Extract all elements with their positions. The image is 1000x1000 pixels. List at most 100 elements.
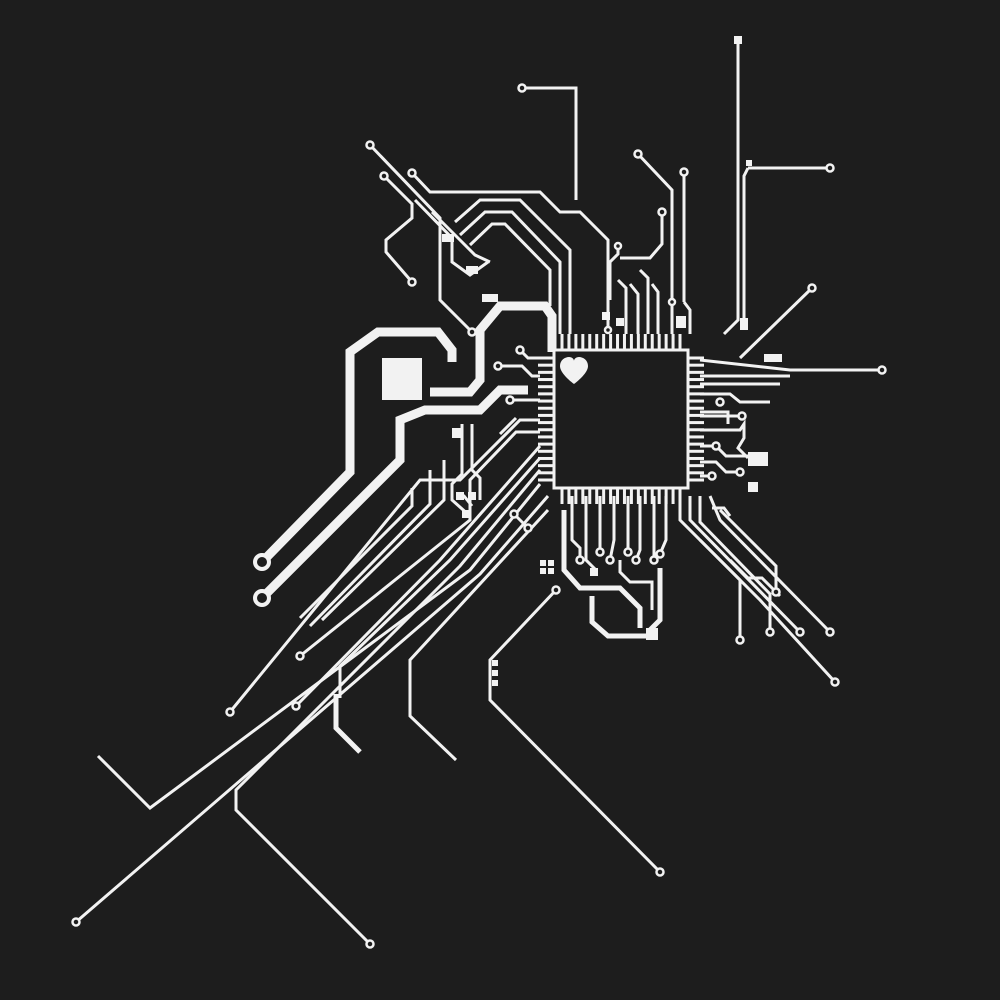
via-ring-3 xyxy=(407,168,417,178)
trace-inner-6 xyxy=(498,416,518,436)
cpu-chip xyxy=(538,334,704,504)
trace-top-20 xyxy=(682,301,692,334)
via-ring-23 xyxy=(765,627,775,637)
chip-pin-top-13 xyxy=(650,334,654,350)
pad-top-3 xyxy=(734,36,742,44)
chip-pin-left-4 xyxy=(538,385,554,389)
pad-left-3 xyxy=(492,670,498,676)
pad-cluster-3 xyxy=(462,510,470,518)
trace-left-10 xyxy=(298,488,414,620)
chip-pin-right-17 xyxy=(688,478,704,482)
via-ring-10 xyxy=(657,207,667,217)
chip-pin-top-2 xyxy=(574,334,578,350)
trace-top-7 xyxy=(458,210,562,334)
trace-left-7 xyxy=(75,495,550,924)
via-ring-50 xyxy=(667,297,677,307)
chip-pin-right-13 xyxy=(688,449,704,453)
pad-top-6 xyxy=(676,316,686,328)
chip-pin-bottom-5 xyxy=(595,488,599,504)
via-ring-12 xyxy=(807,283,817,293)
via-ring-1 xyxy=(253,589,271,607)
chip-pin-bottom-8 xyxy=(616,488,620,504)
chip-pin-left-12 xyxy=(538,442,554,446)
chip-pin-bottom-15 xyxy=(664,488,668,504)
chip-pin-top-6 xyxy=(602,334,606,350)
trace-left-3 xyxy=(294,445,542,708)
chip-pin-top-14 xyxy=(657,334,661,350)
chip-pin-left-5 xyxy=(538,392,554,396)
pad-top-9 xyxy=(466,266,478,274)
chip-pin-left-7 xyxy=(538,406,554,410)
chip-pin-left-10 xyxy=(538,428,554,432)
chip-pin-bottom-12 xyxy=(643,488,647,504)
chip-pin-left-2 xyxy=(538,370,554,374)
thick-trace-upper xyxy=(258,327,457,566)
via-ring-34 xyxy=(655,867,665,877)
trace-inner-1 xyxy=(450,424,471,518)
trace-top-6 xyxy=(454,198,572,334)
trace-br-7 xyxy=(728,558,782,598)
chip-pin-left-13 xyxy=(538,449,554,453)
trace-top-13 xyxy=(628,283,640,334)
trace-inner-2 xyxy=(470,424,482,500)
trace-br-4 xyxy=(708,495,832,634)
pad-left-4 xyxy=(492,680,498,686)
chip-pin-bottom-6 xyxy=(602,488,606,504)
chip-pin-right-14 xyxy=(688,456,704,460)
chip-pin-bottom-10 xyxy=(629,488,633,504)
trace-left-8 xyxy=(408,508,550,762)
chip-pin-right-4 xyxy=(688,385,704,389)
pad-cluster-2 xyxy=(468,492,476,500)
chip-pin-top-5 xyxy=(595,334,599,350)
pad-top-5 xyxy=(740,318,748,330)
chip-pin-left-6 xyxy=(538,399,554,403)
chip-pin-top-0 xyxy=(560,334,564,350)
trace-top-24 xyxy=(738,286,814,360)
via-ring-44 xyxy=(605,555,615,565)
chip-pin-right-3 xyxy=(688,378,704,382)
trace-right-4 xyxy=(700,392,770,404)
trace-left-13 xyxy=(333,694,362,754)
via-ring-49 xyxy=(613,241,623,251)
trace-top-2 xyxy=(410,171,610,330)
via-ring-30 xyxy=(365,939,375,949)
chip-pin-left-0 xyxy=(538,356,554,360)
chip-pin-bottom-17 xyxy=(678,488,682,504)
chip-pin-top-15 xyxy=(664,334,668,350)
chip-pin-bottom-14 xyxy=(657,488,661,504)
via-terminals xyxy=(71,83,887,949)
chip-pins xyxy=(538,334,704,504)
pad-left-2 xyxy=(492,660,498,666)
via-ring-18 xyxy=(735,467,745,477)
via-ring-20 xyxy=(707,471,717,481)
via-ring-0 xyxy=(253,553,271,571)
pad-left-1 xyxy=(452,428,462,438)
chip-pin-right-8 xyxy=(688,413,704,417)
trace-bottom-loop-3 xyxy=(648,568,663,632)
chip-pin-left-15 xyxy=(538,464,554,468)
pad-bottom-6 xyxy=(590,568,598,576)
via-ring-38 xyxy=(523,523,533,533)
via-ring-48 xyxy=(603,325,613,335)
via-ring-14 xyxy=(493,361,503,371)
chip-pin-right-11 xyxy=(688,435,704,439)
chip-pin-bottom-4 xyxy=(588,488,592,504)
via-ring-40 xyxy=(505,395,515,405)
via-ring-6 xyxy=(407,277,417,287)
trace-top-15 xyxy=(636,152,674,302)
circuit-traces xyxy=(75,40,882,946)
via-ring-16 xyxy=(715,397,725,407)
chip-pin-right-2 xyxy=(688,370,704,374)
trace-bottom-4 xyxy=(608,496,616,561)
via-ring-8 xyxy=(633,149,643,159)
chip-pin-left-16 xyxy=(538,471,554,475)
trace-top-1 xyxy=(522,86,578,200)
trace-top-8 xyxy=(468,222,552,306)
trace-bottom-8 xyxy=(658,496,668,555)
trace-bottom-1 xyxy=(570,496,582,560)
via-ring-46 xyxy=(655,549,665,559)
trace-left-11 xyxy=(308,470,432,628)
chip-pin-right-1 xyxy=(688,363,704,367)
via-ring-26 xyxy=(771,587,781,597)
